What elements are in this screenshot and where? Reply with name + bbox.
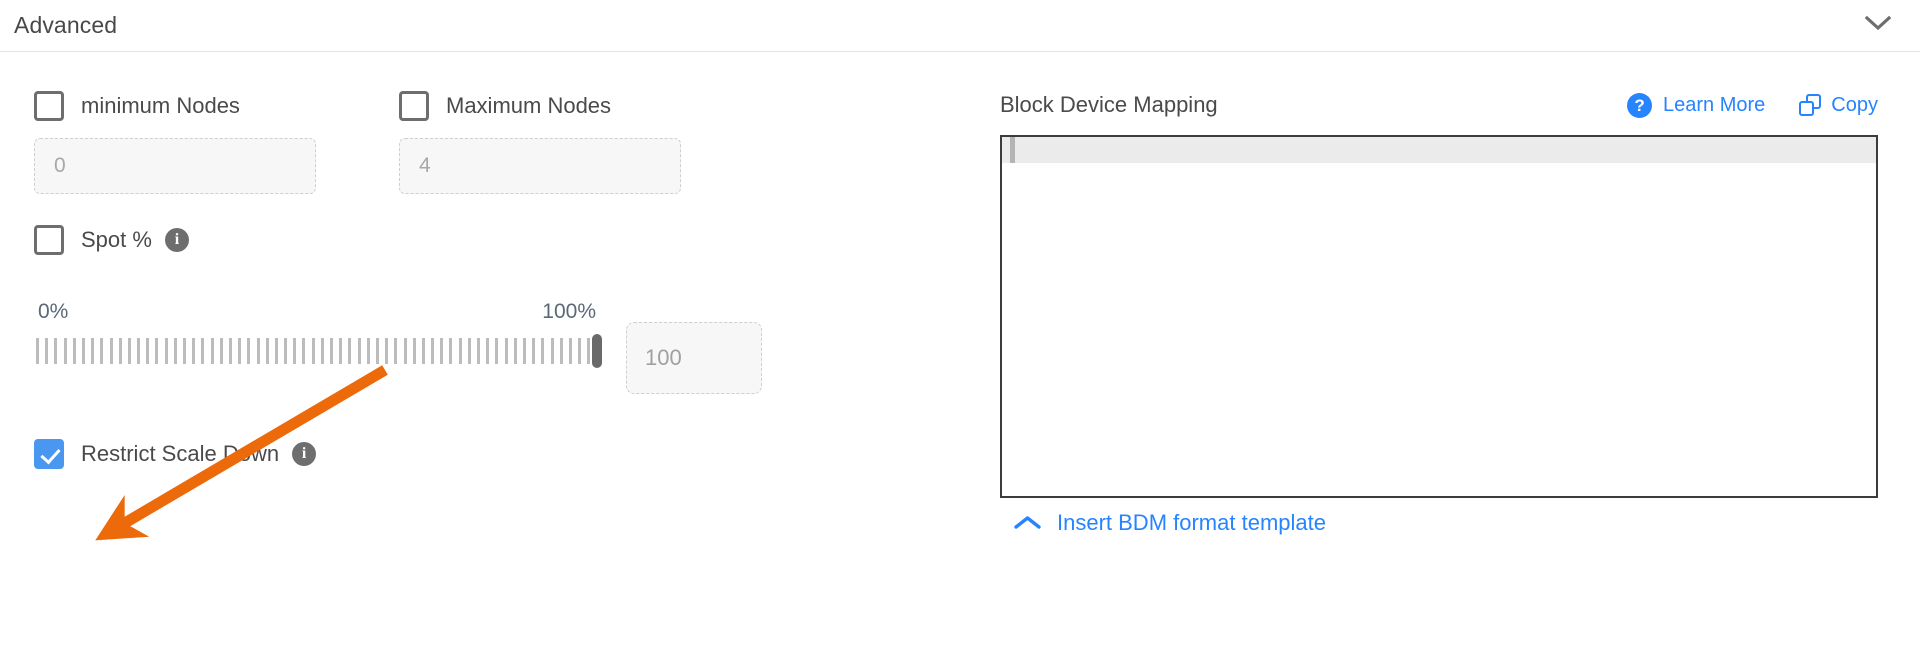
slider-track[interactable] — [34, 334, 602, 368]
slider-ticks — [36, 338, 600, 364]
chevron-down-icon — [1864, 15, 1892, 36]
insert-bdm-template-link[interactable]: Insert BDM format template — [1057, 510, 1326, 535]
block-device-mapping-column: Block Device Mapping ? Learn More Copy — [1000, 52, 1920, 536]
textarea-active-line — [1002, 137, 1876, 163]
learn-more-link[interactable]: ? Learn More — [1627, 92, 1766, 118]
spot-percent-row: Spot % i — [34, 222, 1000, 258]
copy-label: Copy — [1831, 93, 1878, 116]
restrict-scale-down-info-icon[interactable]: i — [292, 442, 317, 466]
maximum-nodes-checkbox-row: Maximum Nodes — [399, 88, 764, 124]
spot-percent-slider[interactable]: 0% 100% — [34, 300, 602, 368]
spot-percent-label: Spot % — [81, 227, 152, 252]
spot-percent-value-input[interactable]: 100 — [626, 322, 762, 394]
spot-percent-checkbox[interactable] — [34, 225, 64, 255]
advanced-panel-header: Advanced — [0, 0, 1920, 52]
spot-percent-slider-block: 0% 100% 100 — [34, 300, 1000, 394]
slider-min-label: 0% — [38, 300, 69, 323]
advanced-panel-body: minimum Nodes 0 Maximum Nodes 4 Spot % i… — [0, 52, 1920, 656]
learn-more-label: Learn More — [1663, 93, 1766, 116]
restrict-scale-down-row: Restrict Scale Down i — [34, 436, 1000, 472]
insert-bdm-template-row: Insert BDM format template — [1000, 510, 1878, 536]
page-title: Advanced — [14, 12, 118, 38]
slider-scale-labels: 0% 100% — [34, 300, 602, 324]
block-device-mapping-actions: ? Learn More Copy — [1627, 92, 1878, 118]
block-device-mapping-textarea[interactable] — [1000, 135, 1878, 498]
slider-thumb[interactable] — [592, 334, 602, 368]
minimum-nodes-checkbox-row: minimum Nodes — [34, 88, 399, 124]
block-device-mapping-title: Block Device Mapping — [1000, 92, 1218, 117]
maximum-nodes-label: Maximum Nodes — [446, 93, 612, 118]
slider-max-label: 100% — [542, 300, 596, 323]
spot-percent-info-icon[interactable]: i — [164, 228, 189, 252]
minimum-nodes-checkbox[interactable] — [34, 91, 64, 121]
restrict-scale-down-checkbox[interactable] — [34, 439, 64, 469]
copy-icon — [1799, 94, 1822, 116]
copy-button[interactable]: Copy — [1799, 94, 1878, 117]
restrict-scale-down-label: Restrict Scale Down — [81, 441, 280, 466]
collapse-panel-button[interactable] — [1858, 6, 1898, 46]
maximum-nodes-field: Maximum Nodes 4 — [399, 88, 764, 194]
maximum-nodes-checkbox[interactable] — [399, 91, 429, 121]
node-limits-row: minimum Nodes 0 Maximum Nodes 4 — [34, 88, 1000, 194]
minimum-nodes-label: minimum Nodes — [81, 93, 240, 118]
minimum-nodes-input[interactable]: 0 — [34, 138, 316, 194]
scaling-options-column: minimum Nodes 0 Maximum Nodes 4 Spot % i… — [0, 52, 1000, 472]
chevron-up-icon[interactable] — [1014, 515, 1041, 531]
block-device-mapping-header: Block Device Mapping ? Learn More Copy — [1000, 90, 1878, 120]
maximum-nodes-input[interactable]: 4 — [399, 138, 681, 194]
minimum-nodes-field: minimum Nodes 0 — [34, 88, 399, 194]
text-cursor — [1010, 137, 1015, 163]
question-circle-icon: ? — [1627, 92, 1653, 118]
